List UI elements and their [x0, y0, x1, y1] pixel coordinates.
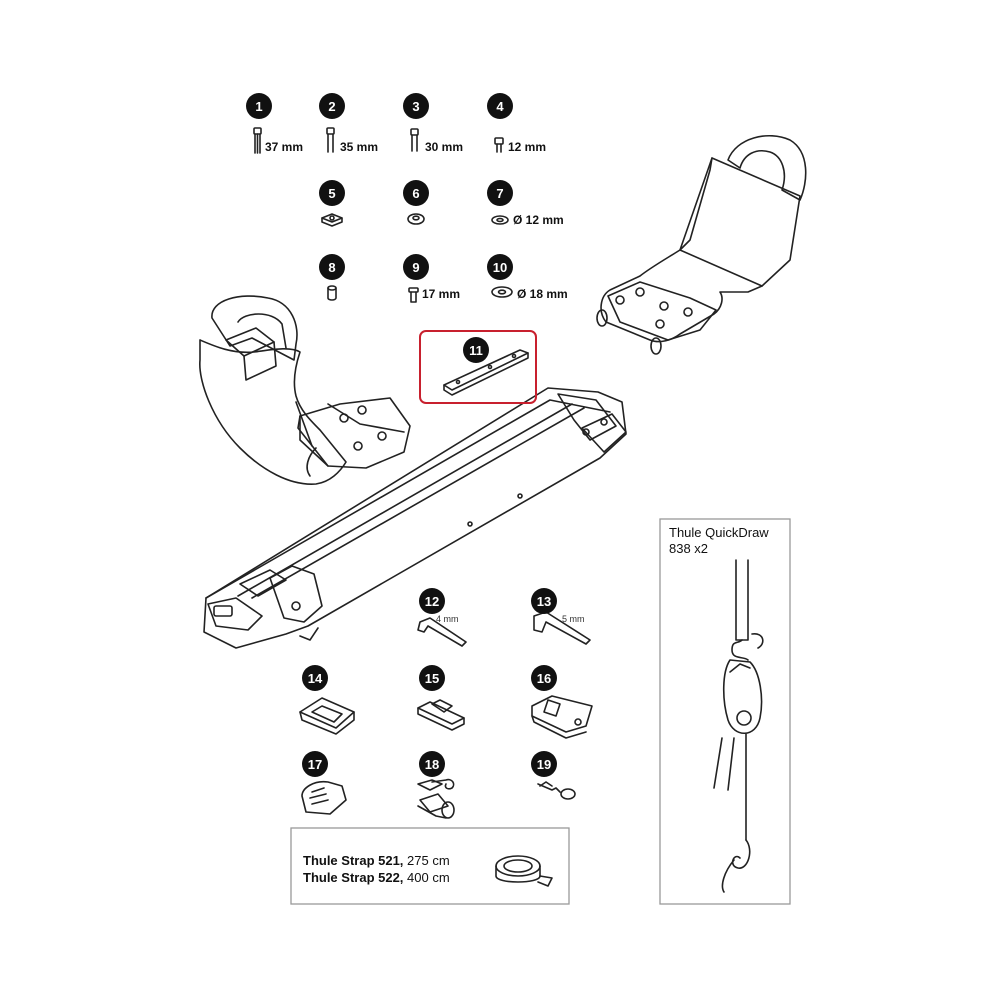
- strap-box: [290, 827, 570, 905]
- washer-18mm-icon: [491, 286, 513, 298]
- strap-521-name: Thule Strap 521,: [303, 853, 404, 868]
- part-badge-12: 12: [419, 588, 445, 614]
- part-badge-19: 19: [531, 751, 557, 777]
- part-11-highlight-box: [419, 330, 537, 404]
- bolt-35mm-icon: [326, 127, 335, 153]
- strap-522-length: 400 cm: [403, 870, 450, 885]
- strap-roll-icon: [495, 855, 553, 887]
- part-label-2: 35 mm: [340, 140, 379, 154]
- part-badge-13: 13: [531, 588, 557, 614]
- lock-cylinder-icon: [417, 778, 455, 819]
- part-badge-17: 17: [302, 751, 328, 777]
- part-badge-8: 8: [319, 254, 345, 280]
- part-label-3: 30 mm: [425, 140, 464, 154]
- part-label-1: 37 mm: [265, 140, 304, 154]
- main-rail-icon: [203, 387, 627, 649]
- clamp-block-icon: [531, 695, 593, 739]
- end-cap-icon: [301, 780, 347, 815]
- right-saddle-icon: [596, 135, 807, 355]
- strap-521-length: 275 cm: [403, 853, 450, 868]
- bolt-12mm-icon: [494, 137, 504, 153]
- quickdraw-box: [659, 518, 791, 905]
- part-badge-11: 11: [463, 337, 489, 363]
- part-badge-18: 18: [419, 751, 445, 777]
- quickdraw-strap-icon: [713, 559, 764, 893]
- part-badge-9: 9: [403, 254, 429, 280]
- part-badge-6: 6: [403, 180, 429, 206]
- strap-522-name: Thule Strap 522,: [303, 870, 404, 885]
- strap-521-text: Thule Strap 521, 275 cm: [303, 853, 450, 868]
- square-nut-icon: [321, 213, 343, 227]
- strap-522-text: Thule Strap 522, 400 cm: [303, 870, 450, 885]
- quickdraw-qty: 838 x2: [669, 541, 709, 556]
- quickdraw-title: Thule QuickDraw: [669, 525, 769, 540]
- hex-key-4mm-icon: [417, 617, 467, 647]
- part-label-10: Ø 18 mm: [517, 287, 568, 301]
- part-badge-2: 2: [319, 93, 345, 119]
- part-badge-4: 4: [487, 93, 513, 119]
- part-badge-16: 16: [531, 665, 557, 691]
- part-badge-5: 5: [319, 180, 345, 206]
- part-badge-14: 14: [302, 665, 328, 691]
- left-saddle-icon: [199, 295, 411, 485]
- bolt-37mm-icon: [253, 127, 262, 154]
- bolt-17mm-icon: [408, 287, 419, 303]
- mounting-clip-icon: [417, 699, 465, 731]
- part-label-9: 17 mm: [422, 287, 461, 301]
- frame-bracket-icon: [299, 697, 355, 735]
- washer-12mm-icon: [491, 215, 509, 225]
- part-badge-1: 1: [246, 93, 272, 119]
- part-label-13: 5 mm: [562, 614, 585, 624]
- spring-washer-icon: [407, 213, 425, 225]
- part-badge-3: 3: [403, 93, 429, 119]
- part-label-4: 12 mm: [508, 140, 547, 154]
- key-icon: [537, 781, 576, 800]
- part-badge-7: 7: [487, 180, 513, 206]
- hex-key-5mm-icon: [533, 611, 591, 645]
- part-badge-15: 15: [419, 665, 445, 691]
- part-label-7: Ø 12 mm: [513, 213, 564, 227]
- spacer-icon: [327, 285, 337, 301]
- part-badge-10: 10: [487, 254, 513, 280]
- rail-plate-icon: [443, 349, 529, 396]
- bolt-30mm-icon: [410, 128, 419, 152]
- part-label-12: 4 mm: [436, 614, 459, 624]
